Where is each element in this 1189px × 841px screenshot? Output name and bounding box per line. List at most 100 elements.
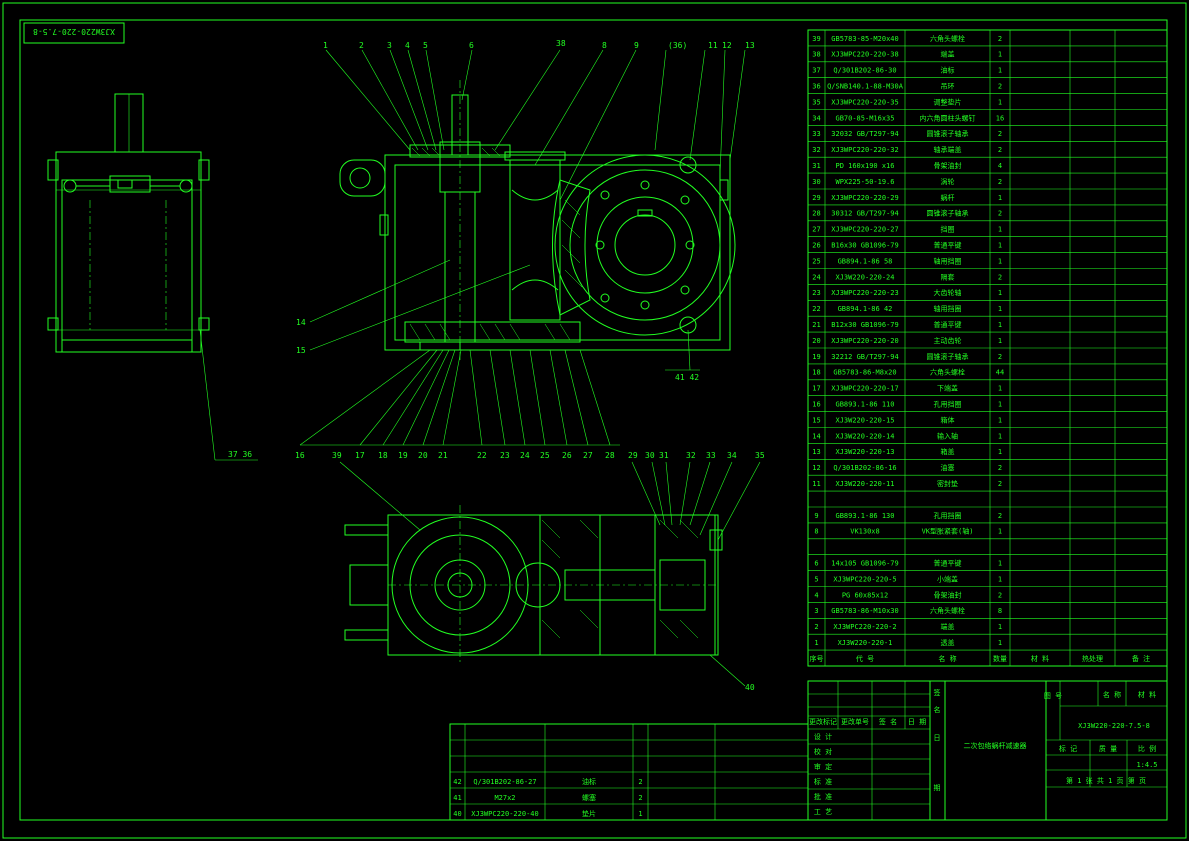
parts-header-cell: 热处理 <box>1082 654 1103 663</box>
extra-parts-cell-name: 螺塞 <box>582 793 596 802</box>
parts-cell-code: XJ3W220-220-15 <box>835 416 894 424</box>
parts-cell-code: Q/301B202-86-30 <box>833 67 896 75</box>
parts-cell-no: 36 <box>812 83 820 91</box>
col-head-mark: 标 记 <box>1059 744 1077 753</box>
svg-text:12: 12 <box>722 41 732 50</box>
label-drawing-no: 图 号 <box>1044 692 1062 700</box>
parts-cell-name: 轴承端盖 <box>934 145 962 154</box>
svg-text:27: 27 <box>583 451 593 460</box>
svg-text:37 36: 37 36 <box>228 450 252 459</box>
svg-text:20: 20 <box>418 451 428 460</box>
svg-text:23: 23 <box>500 451 510 460</box>
scale-value: 1:4.5 <box>1136 761 1157 769</box>
parts-cell-code: PG 60x85x12 <box>842 591 888 599</box>
parts-cell-code: GB894.1-86 58 <box>838 257 893 265</box>
col-head-mass: 质 量 <box>1099 744 1117 753</box>
parts-cell-code: XJ3WPC220-220-23 <box>831 289 898 297</box>
parts-cell-name: 涡轮 <box>941 177 955 186</box>
parts-cell-qty: 1 <box>998 226 1002 234</box>
parts-cell-code: B12x30 GB1096-79 <box>831 321 898 329</box>
parts-cell-code: GB5783-85-M20x40 <box>831 35 898 43</box>
extra-parts-cell-code: XJ3WPC220-220-40 <box>471 810 538 818</box>
parts-cell-no: 14 <box>812 432 820 440</box>
parts-cell-no: 22 <box>812 305 820 313</box>
part-number-labels-top: 1 2 3 4 5 6 38 8 9 (36) 11 12 13 14 15 4… <box>228 39 755 459</box>
parts-cell-code: XJ3WPC220-220-35 <box>831 98 898 106</box>
parts-cell-code: PD 160x190 x16 <box>835 162 894 170</box>
main-section-view <box>339 80 736 360</box>
parts-cell-code: GB5783-86-M8x20 <box>833 369 896 377</box>
sheet-info: 第 1 张 共 1 页 第 页 <box>1066 776 1146 785</box>
svg-text:38: 38 <box>556 39 566 48</box>
leader-lines-top <box>199 49 746 461</box>
parts-cell-no: 16 <box>812 401 820 409</box>
svg-text:18: 18 <box>378 451 388 460</box>
parts-cell-qty: 2 <box>998 512 1002 520</box>
extra-parts-cell-no: 40 <box>453 810 461 818</box>
parts-cell-no: 4 <box>814 591 818 599</box>
parts-cell-code: XJ3WPC220-220-29 <box>831 194 898 202</box>
parts-cell-qty: 1 <box>998 416 1002 424</box>
svg-text:34: 34 <box>727 451 737 460</box>
parts-cell-qty: 2 <box>998 35 1002 43</box>
parts-cell-qty: 1 <box>998 98 1002 106</box>
parts-cell-qty: 8 <box>998 607 1002 615</box>
parts-cell-code: 30312 GB/T297-94 <box>831 210 898 218</box>
parts-cell-no: 21 <box>812 321 820 329</box>
parts-header-cell: 材 料 <box>1031 654 1049 663</box>
parts-cell-code: WPX225-50-19.6 <box>835 178 894 186</box>
parts-header-cell: 备 注 <box>1132 654 1150 663</box>
parts-cell-no: 20 <box>812 337 820 345</box>
parts-cell-qty: 2 <box>998 130 1002 138</box>
parts-header-cell: 名 称 <box>938 654 956 663</box>
parts-cell-name: 六角头螺栓 <box>930 34 965 43</box>
parts-cell-qty: 16 <box>996 114 1004 122</box>
parts-cell-qty: 2 <box>998 210 1002 218</box>
parts-cell-code: XJ3WPC220-220-2 <box>833 623 896 631</box>
parts-cell-code: Q/SNB140.1-88-M30A <box>827 83 904 91</box>
parts-cell-no: 38 <box>812 51 820 59</box>
extra-parts-cell-no: 42 <box>453 778 461 786</box>
extra-parts-cell-no: 41 <box>453 794 461 802</box>
svg-text:8: 8 <box>602 41 607 50</box>
parts-cell-code: XJ3W220-220-24 <box>835 273 894 281</box>
parts-cell-qty: 1 <box>998 305 1002 313</box>
svg-text:17: 17 <box>355 451 365 460</box>
parts-cell-qty: 1 <box>998 623 1002 631</box>
parts-cell-code: XJ3W220-220-1 <box>838 639 893 647</box>
parts-cell-no: 15 <box>812 416 820 424</box>
parts-cell-qty: 1 <box>998 67 1002 75</box>
parts-cell-code: 32032 GB/T297-94 <box>831 130 898 138</box>
leader-lines-bottom <box>299 349 620 446</box>
svg-text:9: 9 <box>634 41 639 50</box>
role-approve: 批 准 <box>814 792 832 801</box>
parts-cell-name: 输入轴 <box>937 431 958 440</box>
label-material: 材 料 <box>1138 690 1156 699</box>
parts-cell-name: 蜗杆 <box>941 193 955 202</box>
side-mark-period: 期 <box>934 784 941 792</box>
svg-text:28: 28 <box>605 451 615 460</box>
parts-cell-qty: 2 <box>998 480 1002 488</box>
parts-header-cell: 数量 <box>993 654 1007 663</box>
parts-cell-name: 挡圈 <box>941 225 955 234</box>
parts-cell-no: 23 <box>812 289 820 297</box>
parts-cell-name: 密封垫 <box>937 479 958 488</box>
parts-cell-code: GB893.1-86 110 <box>835 401 894 409</box>
parts-cell-no: 29 <box>812 194 820 202</box>
parts-header-cell: 代 号 <box>856 654 874 663</box>
parts-cell-name: 主动齿轮 <box>934 336 962 345</box>
parts-cell-name: 端盖 <box>941 50 955 59</box>
role-design: 设 计 <box>814 732 832 741</box>
title-block: XJ3W220-220-7.5-8 二次包络蜗杆减速器 标 记 质 量 比 例 … <box>807 680 1168 821</box>
parts-cell-no: 39 <box>812 35 820 43</box>
drawing-number: XJ3W220-220-7.5-8 <box>1078 722 1150 730</box>
parts-cell-name: 下端盖 <box>937 384 958 393</box>
parts-cell-qty: 1 <box>998 257 1002 265</box>
parts-cell-name: 箱体 <box>941 415 955 424</box>
svg-text:41 42: 41 42 <box>675 373 699 382</box>
parts-cell-no: 31 <box>812 162 820 170</box>
parts-cell-qty: 1 <box>998 639 1002 647</box>
parts-cell-no: 24 <box>812 273 820 281</box>
